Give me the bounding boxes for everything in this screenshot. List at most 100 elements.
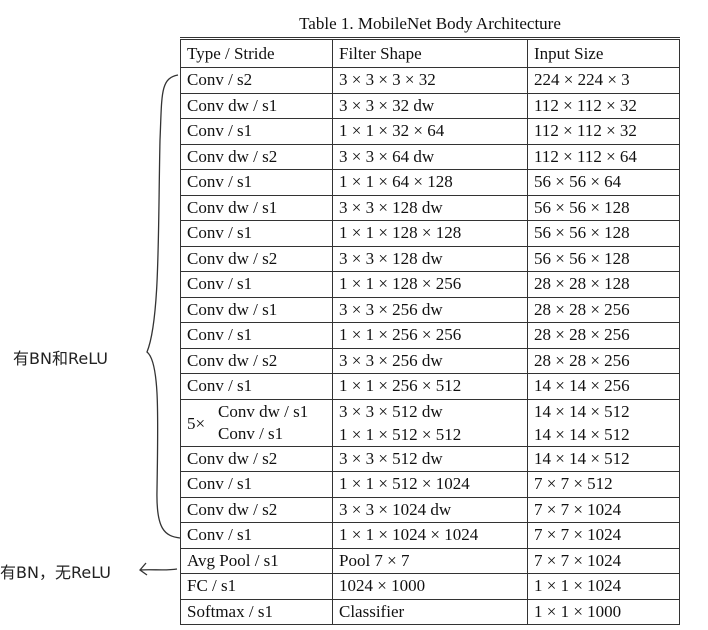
filter-shape-cell: 1 × 1 × 512 × 1024: [332, 471, 528, 497]
filter-shape-cell: 1 × 1 × 64 × 128: [332, 169, 528, 195]
filter-shape-cell: 3 × 3 × 128 dw: [332, 194, 528, 221]
input-size-cell: 7 × 7 × 1024: [527, 547, 680, 574]
table-caption: Table 1. MobileNet Body Architecture: [299, 14, 561, 33]
type-stride-cell: FC / s1: [180, 573, 333, 599]
input-size-cell: 7 × 7 × 512: [527, 471, 680, 497]
type-stride-cell: Conv / s1: [180, 118, 333, 144]
filter-shape-cell: 1 × 1 × 128 × 128: [332, 220, 528, 246]
filter-shape-cell: 3 × 3 × 3 × 32: [332, 67, 528, 93]
type-stride-cell: Conv / s1: [180, 220, 333, 246]
repeat-multiplier: 5×: [187, 413, 206, 433]
input-size-cell: 112 × 112 × 32: [527, 92, 680, 119]
filter-shape-cell: Pool 7 × 7: [332, 547, 528, 574]
input-size-cell: 112 × 112 × 32: [527, 118, 680, 144]
filter-shape-cell: 1024 × 1000: [332, 573, 528, 599]
filter-shape-cell: 1 × 1 × 256 × 256: [332, 322, 528, 348]
input-size-cell: 7 × 7 × 1024: [527, 496, 680, 523]
type-stride-cell: Conv / s1: [180, 322, 333, 348]
type-stride-cell: Conv dw / s2: [180, 496, 333, 523]
input-size-cell: 28 × 28 × 256: [527, 322, 680, 348]
repeat-type-a: Conv dw / s1: [218, 401, 309, 421]
repeat-input-size-b: 14 × 14 × 512: [534, 424, 630, 444]
type-stride-cell: Conv dw / s1: [180, 296, 333, 323]
type-stride-cell: Conv dw / s2: [180, 347, 333, 374]
input-size-cell: 56 × 56 × 128: [527, 194, 680, 221]
filter-shape-cell: 3 × 3 × 256 dw: [332, 347, 528, 374]
column-header-filter-shape: Filter Shape: [332, 38, 528, 68]
type-stride-cell: Conv dw / s2: [180, 445, 333, 472]
filter-shape-cell: Classifier: [332, 598, 528, 625]
repeat-input-size-cell: 14 × 14 × 512 14 × 14 × 512: [527, 398, 680, 446]
column-header-type-stride: Type / Stride: [180, 38, 333, 68]
type-stride-cell: Conv / s1: [180, 471, 333, 497]
type-stride-cell: Conv / s1: [180, 169, 333, 195]
type-stride-cell: Conv dw / s2: [180, 143, 333, 170]
filter-shape-cell: 1 × 1 × 32 × 64: [332, 118, 528, 144]
input-size-cell: 112 × 112 × 64: [527, 143, 680, 170]
input-size-cell: 28 × 28 × 256: [527, 296, 680, 323]
repeat-filter-shape-a: 3 × 3 × 512 dw: [339, 401, 443, 421]
input-size-cell: 14 × 14 × 256: [527, 373, 680, 399]
repeat-type-b: Conv / s1: [218, 423, 284, 443]
filter-shape-cell: 3 × 3 × 256 dw: [332, 296, 528, 323]
type-stride-cell: Conv dw / s2: [180, 245, 333, 272]
bn-relu-annotation: 有BN和ReLU: [13, 349, 109, 368]
filter-shape-cell: 3 × 3 × 512 dw: [332, 445, 528, 472]
type-stride-cell: Conv dw / s1: [180, 194, 333, 221]
type-stride-cell: Conv / s1: [180, 373, 333, 399]
input-size-cell: 1 × 1 × 1024: [527, 573, 680, 599]
type-stride-cell: Conv / s2: [180, 67, 333, 93]
architecture-table: Type / Stride Filter Shape Input Size Co…: [180, 37, 680, 625]
input-size-cell: 56 × 56 × 128: [527, 220, 680, 246]
filter-shape-cell: 3 × 3 × 32 dw: [332, 92, 528, 119]
filter-shape-cell: 3 × 3 × 64 dw: [332, 143, 528, 170]
table-header-row: Type / Stride Filter Shape Input Size: [180, 38, 680, 68]
input-size-cell: 28 × 28 × 128: [527, 271, 680, 297]
filter-shape-cell: 3 × 3 × 1024 dw: [332, 496, 528, 523]
hand-arrow-icon: [139, 562, 178, 576]
repeat-filter-shape-cell: 3 × 3 × 512 dw 1 × 1 × 512 × 512: [332, 398, 528, 446]
filter-shape-cell: 1 × 1 × 256 × 512: [332, 373, 528, 399]
bn-no-relu-annotation: 有BN，无ReLU: [0, 563, 112, 582]
filter-shape-cell: 1 × 1 × 1024 × 1024: [332, 522, 528, 548]
repeat-filter-shape-b: 1 × 1 × 512 × 512: [339, 424, 462, 444]
type-stride-cell: Conv dw / s1: [180, 92, 333, 119]
input-size-cell: 14 × 14 × 512: [527, 445, 680, 472]
type-stride-cell: Avg Pool / s1: [180, 547, 333, 574]
type-stride-cell: Conv / s1: [180, 271, 333, 297]
input-size-cell: 56 × 56 × 128: [527, 245, 680, 272]
input-size-cell: 56 × 56 × 64: [527, 169, 680, 195]
input-size-cell: 7 × 7 × 1024: [527, 522, 680, 548]
repeat-input-size-a: 14 × 14 × 512: [534, 401, 630, 421]
type-stride-cell: Conv / s1: [180, 522, 333, 548]
curly-brace-icon: [146, 74, 181, 539]
input-size-cell: 1 × 1 × 1000: [527, 598, 680, 625]
type-stride-cell: Softmax / s1: [180, 598, 333, 625]
column-header-input-size: Input Size: [527, 38, 680, 68]
input-size-cell: 28 × 28 × 256: [527, 347, 680, 374]
filter-shape-cell: 1 × 1 × 128 × 256: [332, 271, 528, 297]
